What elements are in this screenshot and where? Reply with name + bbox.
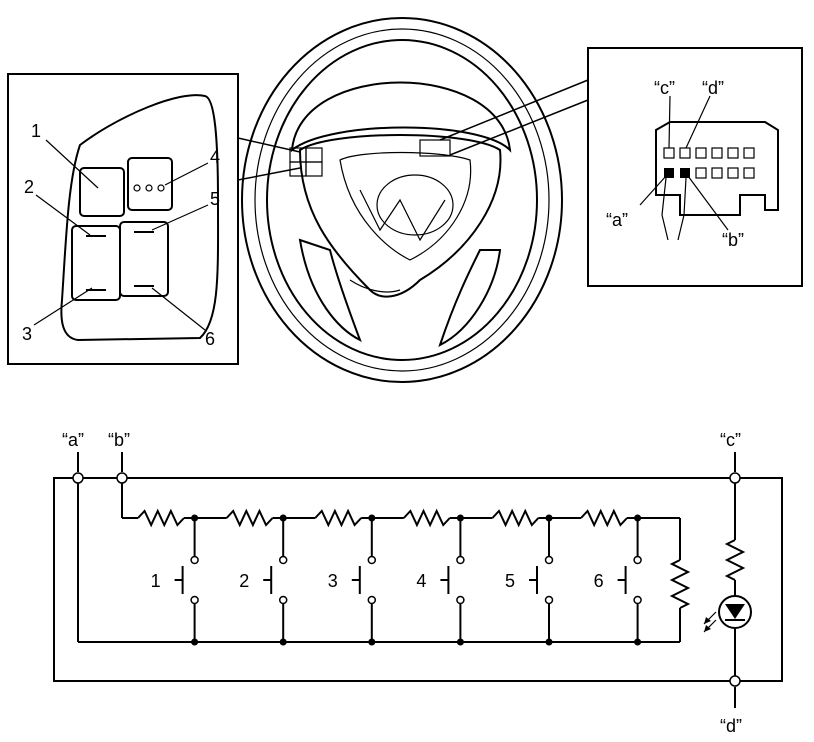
connector-inset: “c” “d” “a” “b” (439, 47, 803, 287)
switch-5-6-shape (119, 221, 169, 297)
terminal-a (72, 472, 84, 484)
connector-pins (663, 147, 755, 179)
switch-4-shape (127, 157, 173, 211)
switch-label-4: 4 (416, 571, 426, 591)
terminal-c (729, 472, 741, 484)
steering-wheel (241, 17, 563, 383)
schematic-frame (53, 477, 783, 682)
switch-1-shape (79, 167, 125, 217)
schematic-label-b: “b” (108, 430, 130, 450)
switch-label-3: 3 (328, 571, 338, 591)
resistor-4 (403, 508, 451, 528)
terminal-b (116, 472, 128, 484)
connector-label-a: “a” (606, 210, 628, 230)
resistor-6 (580, 508, 628, 528)
callout-2: 2 (24, 177, 34, 197)
switch-label-2: 2 (239, 571, 249, 591)
led-light-arrows (703, 611, 717, 633)
resistor-3 (314, 508, 362, 528)
switch-label-5: 5 (505, 571, 515, 591)
connector-label-d: “d” (702, 78, 724, 98)
switch-panel-inset: 1 2 3 4 5 6 (7, 73, 301, 365)
connector-label-b: “b” (722, 230, 744, 250)
resistor-1 (137, 508, 185, 528)
switch-label-6: 6 (594, 571, 604, 591)
connector-label-c: “c” (654, 78, 675, 98)
switch-2-3-shape (71, 225, 121, 301)
resistor-2 (225, 508, 274, 528)
terminal-d (729, 675, 741, 687)
callout-1: 1 (31, 121, 41, 141)
schematic: “a” “b” “c” “d” 1 2 3 4 5 6 (53, 430, 783, 736)
switch-label-1: 1 (151, 571, 161, 591)
schematic-label-a: “a” (62, 430, 84, 450)
resistor-5 (491, 508, 540, 528)
schematic-label-d: “d” (720, 716, 742, 736)
led-resistor (724, 539, 746, 581)
resistor-7 (669, 559, 691, 609)
callout-3: 3 (22, 324, 32, 344)
callout-6: 6 (205, 329, 215, 349)
callout-5: 5 (210, 189, 220, 209)
callout-4: 4 (210, 147, 220, 167)
schematic-label-c: “c” (720, 430, 741, 450)
